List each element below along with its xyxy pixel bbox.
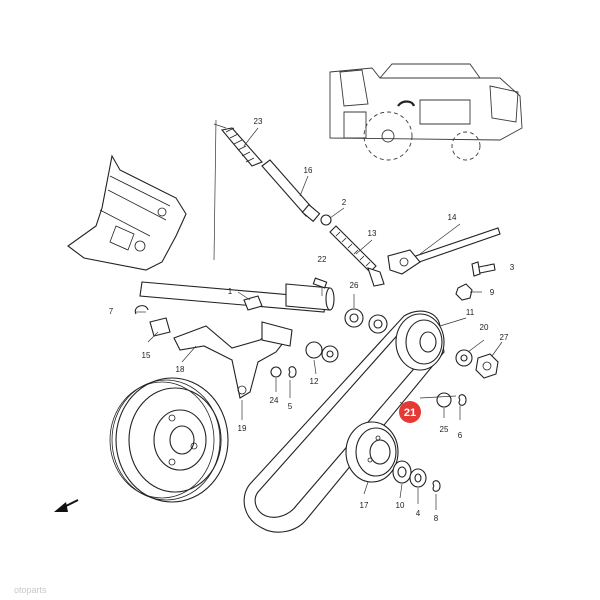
callout-10: 10 [396,501,405,510]
drive-belt [243,310,445,533]
tension-pulley [345,421,399,483]
callout-14: 14 [448,213,457,222]
callout-numbers: 23 16 2 13 14 3 9 22 26 1 7 11 20 27 15 … [109,117,515,523]
callout-5: 5 [288,402,293,411]
callout-26: 26 [350,281,359,290]
callout-20: 20 [480,323,489,332]
combine-harvester-sketch [329,63,523,161]
belt-location-marker [397,100,416,107]
bushings [305,341,339,363]
circlips [270,366,297,378]
callout-25: 25 [440,425,449,434]
callout-15: 15 [142,351,151,360]
direction-arrow-icon [54,499,79,512]
callout-3: 3 [510,263,515,272]
callout-23: 23 [254,117,263,126]
pulley-hardware [392,460,441,492]
washers [344,308,388,334]
callout-9: 9 [490,288,495,297]
leader-lines [136,119,503,510]
main-shaft [139,281,335,313]
idler-pulley [395,313,445,371]
small-parts [134,277,328,337]
tension-spring [220,127,263,167]
callout-12: 12 [310,377,319,386]
long-rod [387,227,501,275]
callout-24: 24 [270,396,279,405]
highlighted-callout-21: 21 [399,401,421,423]
callout-6: 6 [458,431,463,440]
callout-16: 16 [304,166,313,175]
threaded-rod [329,225,385,287]
callout-22: 22 [318,255,327,264]
callout-1: 1 [228,287,233,296]
callout-18: 18 [176,365,185,374]
highlight-circle [399,401,421,423]
callout-7: 7 [109,307,114,316]
idler-hardware [436,349,499,408]
callout-8: 8 [434,514,439,523]
watermark: otoparts [14,585,47,595]
callout-27: 27 [500,333,509,342]
callout-13: 13 [368,229,377,238]
adjusting-rod [261,159,332,226]
frame-bracket [67,154,187,271]
callout-11: 11 [466,308,475,317]
callout-21: 21 [404,407,416,419]
tension-lever [173,321,293,399]
callout-2: 2 [342,198,347,207]
nut [455,283,473,301]
drive-pulley [109,377,229,503]
callout-19: 19 [238,424,247,433]
callout-17: 17 [360,501,369,510]
callout-4: 4 [416,509,421,518]
